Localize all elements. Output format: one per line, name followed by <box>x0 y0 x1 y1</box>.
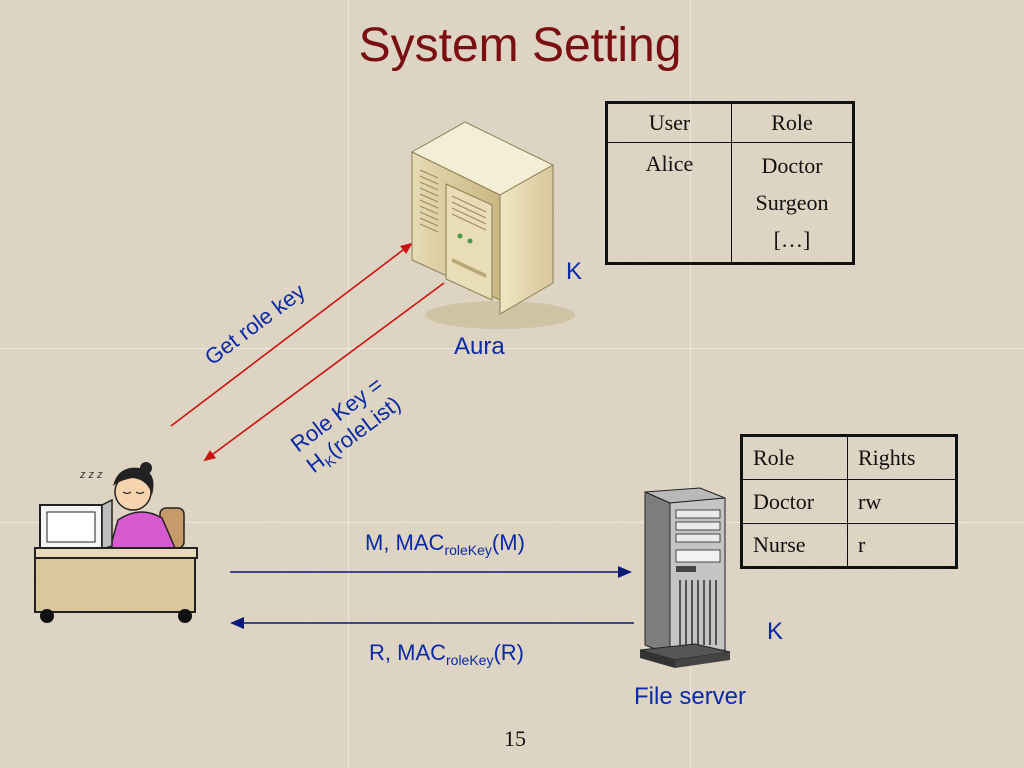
table-row: Alice Doctor Surgeon […] <box>606 142 854 264</box>
request-prefix: M, MAC <box>365 530 445 555</box>
role-rights-table: Role Rights Doctor rw Nurse r <box>740 434 958 569</box>
request-message-label: M, MACroleKey(M) <box>365 530 525 558</box>
aura-server-icon <box>410 121 575 329</box>
role-item: […] <box>773 227 811 252</box>
table-header-cell: Rights <box>847 435 957 480</box>
grid-line <box>0 522 1024 523</box>
response-prefix: R, MAC <box>369 640 446 665</box>
table-cell-roles: Doctor Surgeon […] <box>731 142 854 264</box>
grid-line <box>348 0 349 768</box>
svg-text:z z z: z z z <box>79 469 103 481</box>
user-at-desk-icon: z z z <box>34 462 198 623</box>
user-role-table: User Role Alice Doctor Surgeon […] <box>605 101 855 265</box>
table-header-cell: Role <box>731 102 854 143</box>
table-cell: r <box>847 523 957 568</box>
page-number: 15 <box>504 726 526 751</box>
role-item: Doctor <box>761 153 823 178</box>
table-header-cell: Role <box>741 435 848 480</box>
slide-title: System Setting <box>358 19 682 72</box>
request-sub: roleKey <box>444 542 492 558</box>
request-suffix: (M) <box>491 530 525 555</box>
file-server-label: File server <box>634 683 747 710</box>
get-role-key-arrow <box>170 242 413 427</box>
file-server-icon <box>639 487 731 668</box>
response-message-label: R, MACroleKey(R) <box>369 640 524 668</box>
table-header-row: Role Rights <box>741 435 957 480</box>
table-cell: Doctor <box>741 479 848 524</box>
aura-label: Aura <box>454 333 505 360</box>
role-item: Surgeon <box>755 190 829 215</box>
response-suffix: (R) <box>493 640 525 665</box>
table-row: Doctor rw <box>741 479 957 524</box>
file-server-key-label: K <box>767 618 784 645</box>
table-cell: Nurse <box>741 523 848 568</box>
grid-line <box>0 348 1024 349</box>
grid-line <box>690 0 691 768</box>
response-sub: roleKey <box>446 652 494 668</box>
aura-key-label: K <box>566 258 583 285</box>
role-key-response-arrow <box>203 282 445 462</box>
table-cell-user: Alice <box>606 142 732 264</box>
table-row: Nurse r <box>741 523 957 568</box>
